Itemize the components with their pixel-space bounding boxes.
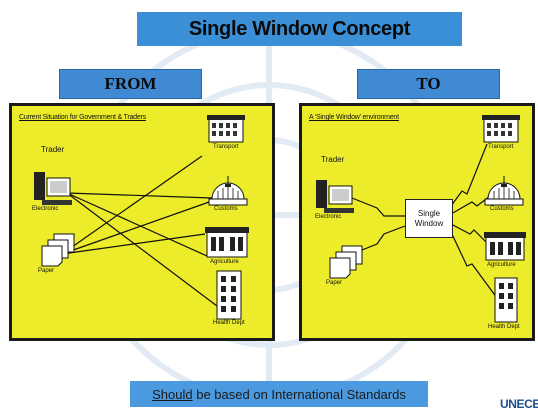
- to-panel-title: A 'Single Window' environment: [309, 114, 399, 121]
- link-pc-customs: [66, 192, 213, 199]
- health-tower-icon: [494, 277, 518, 323]
- from-electronic-label: Electronic: [32, 206, 59, 212]
- customs-building-icon: [208, 176, 248, 206]
- health-tower-icon: [216, 270, 242, 320]
- link-paper-agriculture: [61, 233, 206, 255]
- to-diagram: [316, 115, 526, 323]
- to-paper-label: Paper: [326, 280, 343, 286]
- to-customs-label: Customs: [490, 206, 514, 212]
- link-paper-transport: [61, 155, 203, 255]
- link-sw-agriculture: [450, 223, 491, 247]
- footer-banner: Should be based on International Standar…: [130, 381, 428, 407]
- customs-building-icon: [484, 176, 524, 206]
- unece-logo: UNECE: [500, 397, 538, 411]
- to-health-label: Health Dept: [488, 324, 520, 330]
- link-pc-health: [66, 192, 218, 307]
- to-header: TO: [357, 69, 500, 99]
- agriculture-building-icon: [205, 227, 249, 258]
- to-agriculture-label: Agriculture: [487, 262, 516, 268]
- from-panel: Current Situation for Government & Trade…: [9, 103, 275, 341]
- trader-computer-icon: [34, 172, 72, 205]
- agriculture-building-icon: [484, 232, 526, 261]
- footer-text: be based on International Standards: [192, 386, 406, 402]
- from-agriculture-label: Agriculture: [210, 259, 239, 265]
- to-trader-label: Trader: [321, 155, 345, 164]
- from-trader-label: Trader: [41, 145, 65, 154]
- link-paper-customs: [61, 200, 213, 255]
- from-health-label: Health Dept: [213, 320, 245, 326]
- slide-title: Single Window Concept: [137, 12, 462, 46]
- link-sw-health: [450, 231, 498, 299]
- link-paper-singlewindow: [351, 225, 406, 255]
- to-panel: A 'Single Window' environment Trader Sin…: [299, 103, 535, 341]
- paper-documents-icon: [41, 233, 75, 267]
- link-sw-transport: [450, 143, 488, 207]
- single-window-box: Single Window: [405, 199, 453, 238]
- link-pc-singlewindow: [351, 197, 405, 217]
- trader-computer-icon: [316, 180, 354, 213]
- transport-building-icon: [482, 115, 520, 143]
- from-diagram: [34, 115, 249, 320]
- from-panel-title: Current Situation for Government & Trade…: [19, 114, 146, 121]
- from-paper-label: Paper: [38, 268, 55, 274]
- transport-building-icon: [207, 115, 245, 143]
- footer-emphasis: Should: [152, 386, 193, 402]
- to-transport-label: Transport: [488, 144, 514, 150]
- from-header: FROM: [59, 69, 202, 99]
- from-customs-label: Customs: [214, 206, 238, 212]
- link-sw-customs: [450, 195, 491, 215]
- to-electronic-label: Electronic: [315, 214, 342, 220]
- link-pc-agriculture: [66, 192, 208, 257]
- paper-documents-icon: [329, 245, 363, 279]
- from-transport-label: Transport: [213, 144, 239, 150]
